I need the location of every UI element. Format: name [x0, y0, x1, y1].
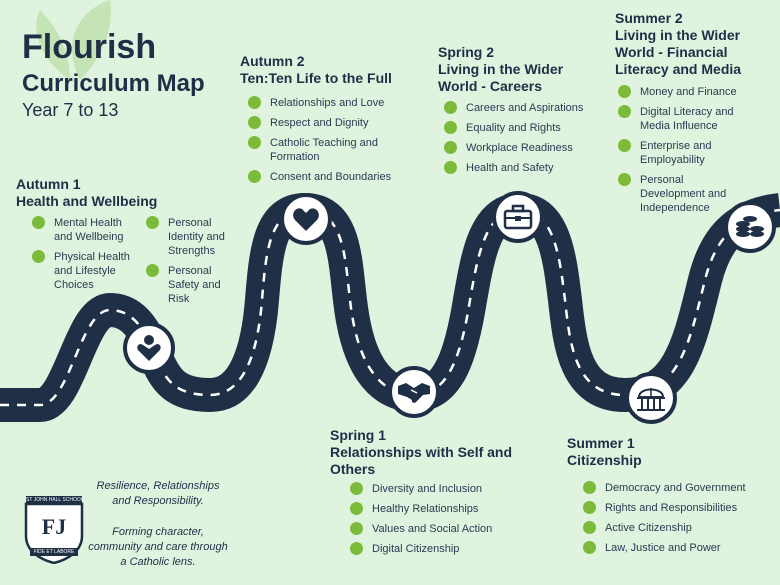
bullet-icon	[32, 216, 45, 229]
spring2-list: Careers and Aspirations Equality and Rig…	[444, 101, 604, 181]
bullet-icon	[583, 501, 596, 514]
list-item: Healthy Relationships	[350, 502, 530, 516]
bullet-icon	[248, 136, 261, 149]
list-item: Physical Health and Lifestyle Choices	[32, 250, 137, 292]
briefcase-icon	[492, 191, 544, 243]
bullet-icon	[32, 250, 45, 263]
motto-line2: Forming character, community and care th…	[88, 526, 228, 568]
spring1-title: Spring 1	[330, 427, 387, 443]
leaf-decoration	[36, 0, 111, 80]
page-title: Flourish	[22, 28, 157, 66]
list-item: Workplace Readiness	[444, 141, 604, 155]
list-item: Digital Literacy and Media Influence	[618, 105, 748, 133]
list-item: Personal Safety and Risk	[146, 264, 241, 306]
autumn2-heading: Autumn 2 Ten:Ten Life to the Full	[240, 53, 440, 87]
bullet-icon	[444, 161, 457, 174]
list-item: Personal Development and Independence	[618, 173, 748, 215]
summer1-theme: Citizenship	[567, 452, 642, 468]
page-subtitle: Curriculum Map	[22, 70, 205, 97]
list-item: Health and Safety	[444, 161, 604, 175]
bullet-icon	[583, 481, 596, 494]
summer2-list: Money and Finance Digital Literacy and M…	[618, 85, 748, 221]
bullet-icon	[444, 141, 457, 154]
bullet-icon	[248, 116, 261, 129]
summer2-heading: Summer 2 Living in the Wider World - Fin…	[615, 10, 775, 78]
autumn1-heading: Autumn 1 Health and Wellbeing	[16, 176, 216, 210]
summer1-title: Summer 1	[567, 435, 635, 451]
list-item: Active Citizenship	[583, 521, 773, 535]
list-item: Rights and Responsibilities	[583, 501, 773, 515]
list-item: Catholic Teaching and Formation	[248, 136, 398, 164]
autumn2-theme: Ten:Ten Life to the Full	[240, 70, 392, 86]
crest-shield-icon	[24, 496, 84, 565]
government-building-icon	[625, 372, 677, 424]
crest-monogram: FJ	[41, 514, 67, 539]
bullet-icon	[444, 121, 457, 134]
spring2-heading: Spring 2 Living in the Wider World - Car…	[438, 44, 598, 95]
bullet-icon	[583, 541, 596, 554]
crest-motto: FIDE ET LABORE	[33, 549, 75, 555]
bullet-icon	[248, 96, 261, 109]
bullet-icon	[146, 216, 159, 229]
list-item: Personal Identity and Strengths	[146, 216, 241, 258]
bullet-icon	[618, 105, 631, 118]
list-item: Consent and Boundaries	[248, 170, 398, 184]
autumn2-list: Relationships and Love Respect and Digni…	[248, 96, 398, 190]
summer2-theme: Living in the Wider World - Financial Li…	[615, 27, 742, 77]
list-item: Digital Citizenship	[350, 542, 530, 556]
list-item: Law, Justice and Power	[583, 541, 773, 555]
list-item: Respect and Dignity	[248, 116, 398, 130]
list-item: Equality and Rights	[444, 121, 604, 135]
autumn1-list-col1: Mental Health and Wellbeing Physical Hea…	[32, 216, 137, 298]
bullet-icon	[248, 170, 261, 183]
bullet-icon	[583, 521, 596, 534]
autumn1-title: Autumn 1	[16, 176, 81, 192]
bullet-icon	[350, 502, 363, 515]
heart-person-icon	[123, 322, 175, 374]
crest-text: ST JOHN HALL SCHOOL	[26, 497, 82, 503]
summer1-list: Democracy and Government Rights and Resp…	[583, 481, 773, 561]
autumn1-theme: Health and Wellbeing	[16, 193, 158, 209]
list-item: Money and Finance	[618, 85, 748, 99]
motto-line1: Resilience, Relationships and Responsibi…	[96, 480, 220, 507]
bullet-icon	[350, 542, 363, 555]
coins-icon	[724, 201, 776, 253]
summer1-heading: Summer 1 Citizenship	[567, 435, 747, 469]
spring2-title: Spring 2	[438, 44, 495, 60]
list-item: Relationships and Love	[248, 96, 398, 110]
bullet-icon	[618, 85, 631, 98]
list-item: Democracy and Government	[583, 481, 773, 495]
bullet-icon	[146, 264, 159, 277]
bullet-icon	[350, 522, 363, 535]
bullet-icon	[350, 482, 363, 495]
spring1-list: Diversity and Inclusion Healthy Relation…	[350, 482, 530, 562]
bullet-icon	[444, 101, 457, 114]
spring1-theme: Relationships with Self and Others	[330, 444, 513, 477]
bullet-icon	[618, 173, 631, 186]
bullet-icon	[618, 139, 631, 152]
list-item: Mental Health and Wellbeing	[32, 216, 137, 244]
year-range: Year 7 to 13	[22, 100, 119, 120]
school-crest: ST JOHN HALL SCHOOL FJ FIDE ET LABORE	[22, 492, 86, 565]
list-item: Values and Social Action	[350, 522, 530, 536]
autumn1-list-col2: Personal Identity and Strengths Personal…	[146, 216, 241, 312]
handshake-icon	[388, 366, 440, 418]
spring2-theme: Living in the Wider World - Careers	[438, 61, 564, 94]
list-item: Diversity and Inclusion	[350, 482, 530, 496]
spring1-heading: Spring 1 Relationships with Self and Oth…	[330, 427, 520, 478]
summer2-title: Summer 2	[615, 10, 683, 26]
list-item: Careers and Aspirations	[444, 101, 604, 115]
autumn2-title: Autumn 2	[240, 53, 305, 69]
list-item: Enterprise and Employability	[618, 139, 748, 167]
heart-icon	[280, 193, 332, 245]
